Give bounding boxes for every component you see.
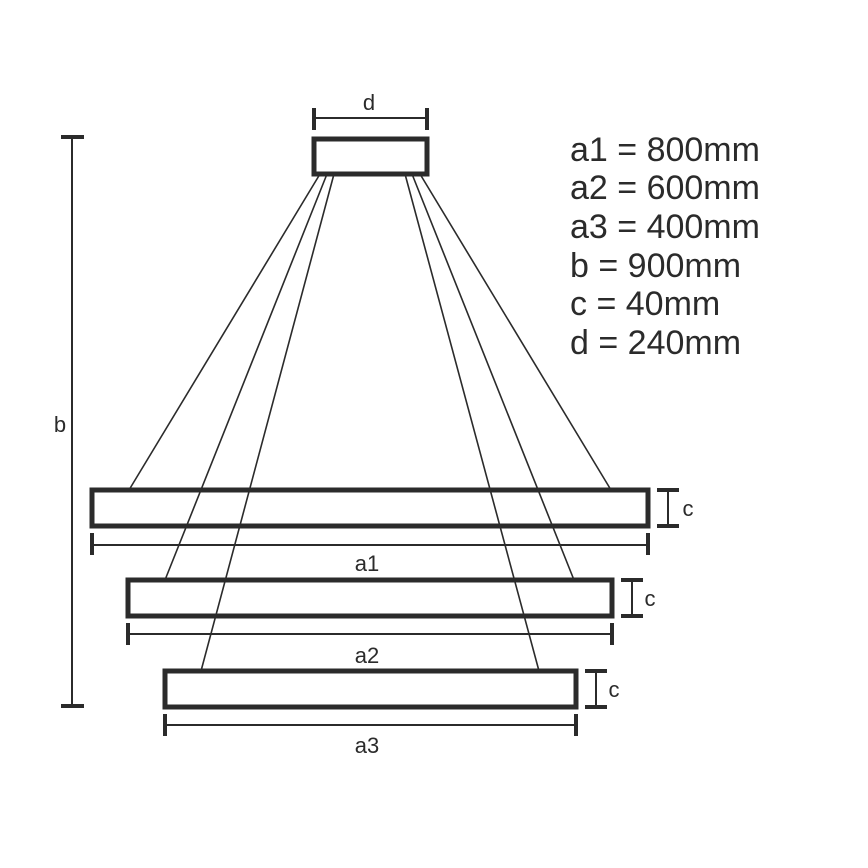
- spec-list: a1 = 800mm a2 = 600mm a3 = 400mm b = 900…: [570, 131, 760, 362]
- dimension-c-ring3: c: [585, 669, 620, 709]
- ring-a3: [162, 668, 579, 710]
- dimension-a3: a3: [163, 714, 578, 758]
- spec-c: c = 40mm: [570, 285, 720, 323]
- spec-a1: a1 = 800mm: [570, 131, 760, 169]
- dimension-c-ring2: c: [621, 578, 656, 618]
- dimension-label-a1: a1: [355, 551, 379, 576]
- canopy: [311, 136, 430, 177]
- dimension-b: b: [54, 135, 84, 708]
- spec-d: d = 240mm: [570, 324, 741, 362]
- dimension-c-ring1: c: [657, 488, 694, 528]
- ring-a2: [125, 577, 615, 619]
- ring-a1: [89, 487, 651, 529]
- dimension-d: d: [312, 90, 429, 130]
- spec-a3: a3 = 400mm: [570, 208, 760, 246]
- dimension-label-a3: a3: [355, 733, 379, 758]
- dimension-label-b: b: [54, 412, 66, 437]
- dimension-a2: a2: [126, 623, 614, 668]
- spec-b: b = 900mm: [570, 247, 741, 285]
- dimension-label-c2: c: [645, 586, 656, 611]
- spec-a2: a2 = 600mm: [570, 169, 760, 207]
- dimension-label-c1: c: [683, 496, 694, 521]
- suspension-cables: [128, 173, 612, 672]
- dimension-label-d: d: [363, 90, 375, 115]
- dimension-label-a2: a2: [355, 643, 379, 668]
- dimension-a1: a1: [90, 533, 650, 576]
- dimension-label-c3: c: [609, 677, 620, 702]
